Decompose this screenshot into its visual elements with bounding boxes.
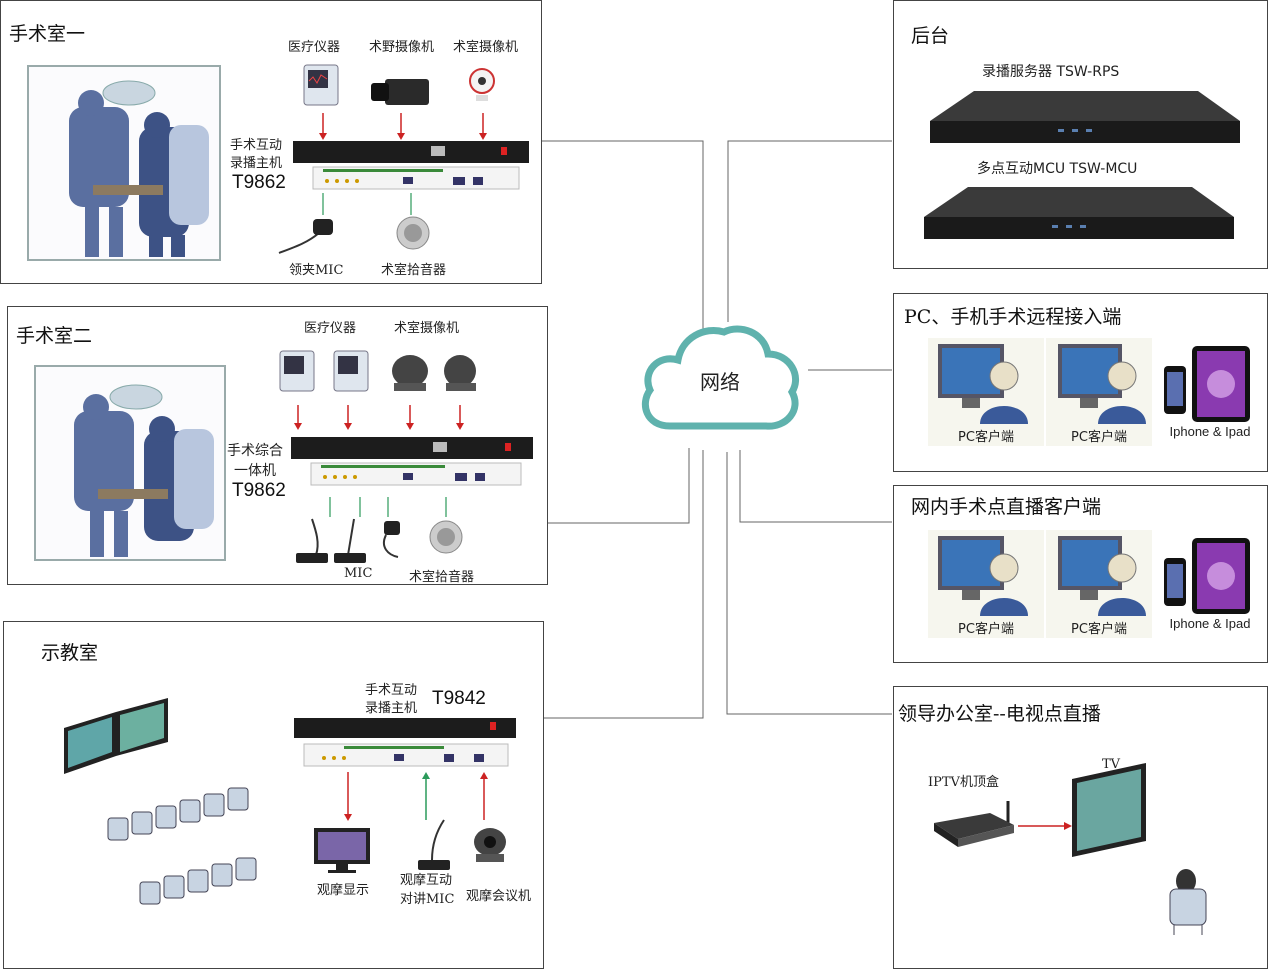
stb-label: IPTV机顶盒 [928,775,999,790]
mobile-client: Iphone & Ipad [1156,338,1264,446]
rps-server-icon [930,91,1240,143]
mic-links [322,193,412,215]
pc-client-1: PC客户端 [928,338,1044,446]
host-label-line-2: 录播主机 [365,701,418,716]
pc-user-icon [938,536,1028,616]
pc-client-2: PC客户端 [1046,338,1152,446]
client-label: Iphone & Ipad [1169,424,1251,439]
input-label-room-pickup: 术室拾音器 [381,263,447,278]
client-label: PC客户端 [1071,430,1127,445]
link-or2 [548,448,690,524]
panel-title: 领导办公室--电视点直播 [898,703,1101,725]
panel-title: 网内手术点直播客户端 [911,496,1102,518]
host-model: T9862 [232,480,286,501]
host-model: T9842 [432,688,486,709]
room-microphone-icon [396,216,430,250]
host-label-line-1: 手术互动 [230,138,283,153]
audience-seats-icon [107,787,257,905]
mobile-client: Iphone & Ipad [1156,530,1264,638]
monitor-device-icon [303,64,339,106]
recording-host-device [294,718,516,767]
office-panel: 领导办公室--电视点直播 IPTV机顶盒 TV [893,686,1268,969]
pc-user-icon [938,344,1028,424]
surgeons-icon [29,67,219,259]
panel-title: 手术室二 [16,325,93,347]
host-model: T9862 [232,172,286,193]
link-office [726,452,892,715]
input-label-mic: MIC [344,566,373,581]
pc-client-1: PC客户端 [928,530,1044,638]
backend-panel: 后台 录播服务器 TSW-RPS 多点互动MCU TSW-MCU [893,0,1268,269]
iptv-set-top-box-icon [934,801,1014,847]
network-label: 网络 [700,370,740,394]
surgery-scene-image [27,65,221,261]
surgery-scene-image [34,365,226,561]
host-label-line-1: 手术综合 [227,443,283,459]
panel-title: 后台 [911,25,950,47]
mcu-server-icon [924,187,1234,239]
panel-title: PC、手机手术远程接入端 [904,306,1122,328]
pc-client-2: PC客户端 [1046,530,1152,638]
pc-user-icon [1058,344,1146,424]
output-label-conference-camera: 观摩会议机 [466,889,532,904]
mic-links [329,497,447,517]
iphone-ipad-icon [1164,346,1250,422]
operating-room-1-panel: 手术室一 医疗仪器 术野摄像机 术室摄像机 手术互动 录播主机 [0,0,542,284]
monitor-and-camera-icons [279,350,476,392]
client-label: PC客户端 [958,430,1014,445]
panel-title: 手术室一 [9,23,86,45]
client-label: Iphone & Ipad [1169,616,1251,631]
remote-access-panel: PC、手机手术远程接入端 PC客户端 PC客户端 Iphone & Ipad [893,293,1268,472]
link-or1 [541,140,704,330]
conference-camera-icon [474,828,506,862]
room-camera-icon [469,68,495,101]
link-lan [739,450,892,523]
tv-icon [1072,763,1146,857]
link-classroom [543,450,704,719]
microphones-icon [296,518,463,563]
talkback-mic-icon [418,819,450,870]
device-label-medical-instrument: 医疗仪器 [304,321,357,336]
device-label-field-camera: 术野摄像机 [369,40,435,55]
lavalier-mic-icon [278,219,333,254]
input-arrows [319,113,487,140]
server-label-mcu: 多点互动MCU TSW-MCU [977,161,1138,177]
server-label-rps: 录播服务器 TSW-RPS [982,64,1120,80]
signal-arrow [1018,822,1072,830]
operating-room-2-panel: 手术室二 医疗仪器 术室摄像机 手术综合 一体机 T9862 [7,306,548,585]
classroom-panel: 示教室 手术互动 录播主机 T9842 观摩显示 观摩互动 对讲MIC 观摩会议… [3,621,544,969]
recording-host-device [293,141,529,190]
cloud-icon [641,325,800,430]
host-label-line-2: 录播主机 [230,156,283,171]
display-monitor-icon [314,828,370,873]
iphone-ipad-icon [1164,538,1250,614]
panel-title: 示教室 [41,642,99,664]
input-label-lavalier: 领夹MIC [289,263,344,278]
input-arrows [294,405,464,430]
output-label-display: 观摩显示 [317,883,370,898]
pc-user-icon [1058,536,1146,616]
device-label-medical-instrument: 医疗仪器 [288,40,341,55]
output-label-interaction: 观摩互动 [400,873,453,888]
client-label: PC客户端 [1071,622,1127,637]
output-label-talkback-mic: 对讲MIC [400,892,455,907]
display-screens-icon [64,698,168,774]
integrated-host-device [291,437,533,486]
viewer-chair-icon [1169,869,1207,935]
tv-label: TV [1102,757,1121,772]
device-label-room-camera: 术室摄像机 [453,40,519,55]
output-arrows [344,772,488,821]
input-label-room-pickup: 术室拾音器 [409,570,475,585]
client-label: PC客户端 [958,622,1014,637]
surgeons-icon [36,367,224,559]
network-cloud: 网络 [636,320,804,438]
host-label-line-2: 一体机 [234,463,276,479]
device-label-room-camera: 术室摄像机 [394,321,460,336]
link-backend [727,140,892,322]
host-label-line-1: 手术互动 [365,683,418,698]
field-camera-icon [371,79,429,105]
lan-client-panel: 网内手术点直播客户端 PC客户端 PC客户端 Iphone & Ipad [893,485,1268,663]
